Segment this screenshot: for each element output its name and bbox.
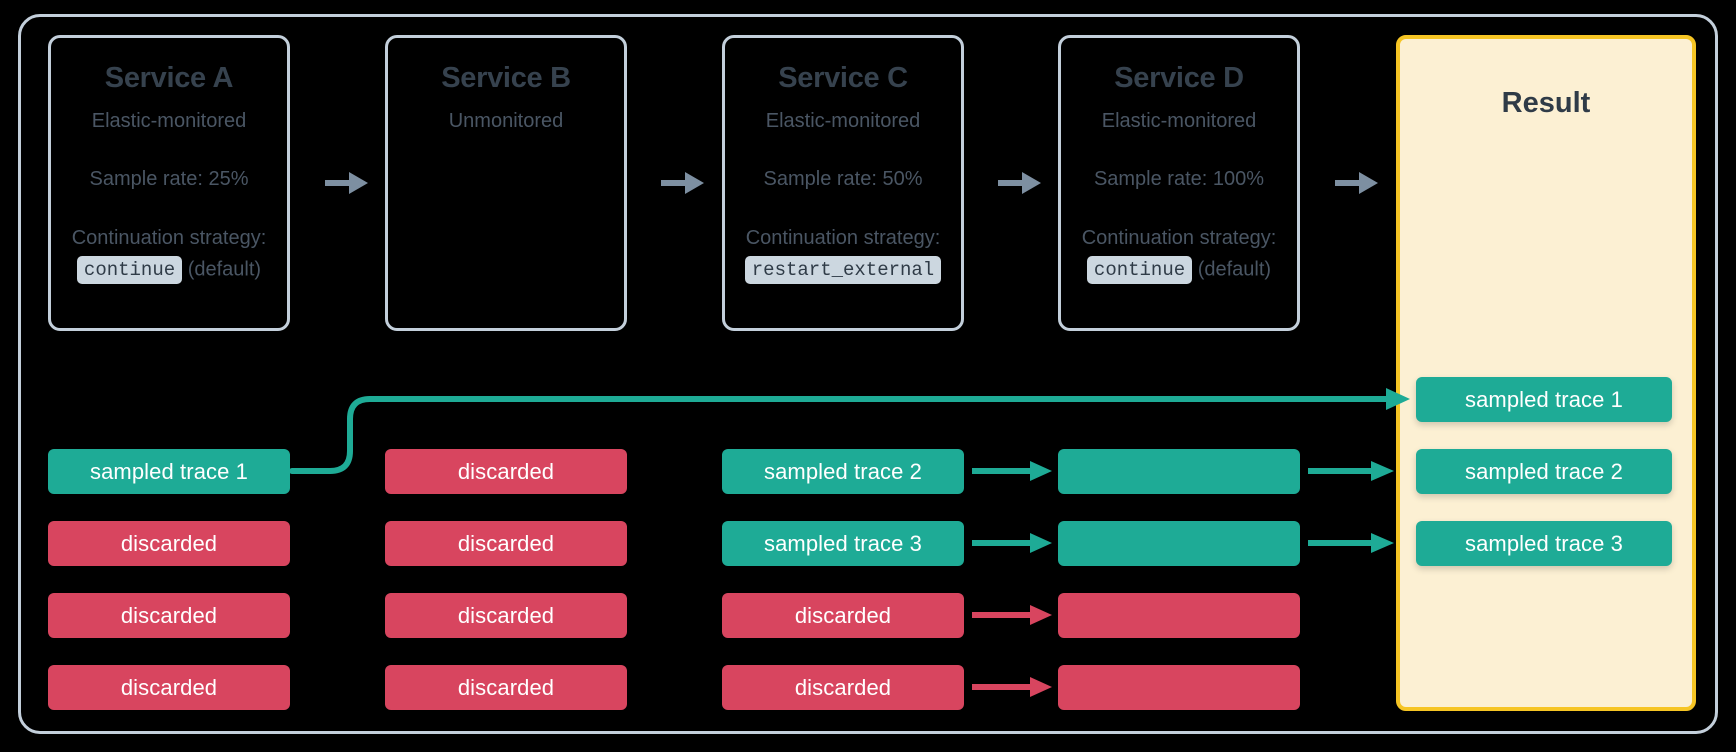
service-flow-arrow-c-to-d	[998, 172, 1041, 194]
result-item-3: sampled trace 3	[1416, 521, 1672, 566]
service-flow-arrow-d-to-result	[1335, 172, 1378, 194]
service-d-monitoring: Elastic-monitored	[1101, 110, 1257, 132]
trace-c-4-label: discarded	[794, 674, 892, 700]
trace-a-3-label: discarded	[120, 602, 218, 628]
service-flow-arrow-b-to-c	[661, 172, 704, 194]
result-item-1: sampled trace 1	[1416, 377, 1672, 422]
service-d-title: Service D	[1114, 62, 1244, 94]
service-a-continuation-label: Continuation strategy:	[51, 224, 287, 252]
result-item-2: sampled trace 2	[1416, 449, 1672, 494]
service-d-strategy-note: (default)	[1197, 258, 1272, 281]
trace-b-4-label: discarded	[457, 674, 555, 700]
result-panel: Result	[1396, 35, 1696, 711]
trace-b-4: discarded	[385, 665, 627, 710]
trace-c-3-label: discarded	[794, 602, 892, 628]
service-a-strategy-line: continue (default)	[51, 254, 287, 285]
service-card-b: Service B Unmonitored	[385, 35, 627, 331]
service-b-monitoring: Unmonitored	[448, 110, 564, 132]
service-c-title: Service C	[778, 62, 908, 94]
service-card-a: Service A Elastic-monitored Sample rate:…	[48, 35, 290, 331]
trace-b-3: discarded	[385, 593, 627, 638]
service-c-continuation-label-text: Continuation strategy:	[745, 227, 941, 249]
outer-frame	[18, 14, 1718, 734]
service-c-strategy-line: restart_external	[725, 254, 961, 285]
trace-a-4-label: discarded	[120, 674, 218, 700]
trace-c-1: sampled trace 2	[722, 449, 964, 494]
service-c-strategy-chip: restart_external	[744, 255, 942, 284]
service-c-continuation-label: Continuation strategy:	[725, 224, 961, 252]
trace-d-3	[1058, 593, 1300, 638]
service-a-sample-rate: Sample rate: 25%	[89, 168, 249, 190]
result-title: Result	[1501, 87, 1591, 119]
service-flow-arrow-a-to-b	[325, 172, 368, 194]
service-a-title: Service A	[104, 62, 234, 94]
service-card-c: Service C Elastic-monitored Sample rate:…	[722, 35, 964, 331]
service-c-monitoring: Elastic-monitored	[765, 110, 921, 132]
trace-d-4	[1058, 665, 1300, 710]
service-a-strategy-chip: continue	[76, 255, 183, 284]
trace-c-3: discarded	[722, 593, 964, 638]
result-item-2-label: sampled trace 2	[1464, 458, 1624, 484]
trace-a-1: sampled trace 1	[48, 449, 290, 494]
service-a-monitoring: Elastic-monitored	[91, 110, 247, 132]
trace-d-1	[1058, 449, 1300, 494]
service-a-strategy-note: (default)	[187, 258, 262, 281]
trace-b-1: discarded	[385, 449, 627, 494]
service-b-title: Service B	[441, 62, 571, 94]
trace-c-2: sampled trace 3	[722, 521, 964, 566]
result-item-1-label: sampled trace 1	[1464, 386, 1624, 412]
trace-a-4: discarded	[48, 665, 290, 710]
trace-a-3: discarded	[48, 593, 290, 638]
trace-b-2: discarded	[385, 521, 627, 566]
trace-c-2-label: sampled trace 3	[763, 530, 923, 556]
trace-b-2-label: discarded	[457, 530, 555, 556]
trace-c-4: discarded	[722, 665, 964, 710]
service-d-sample-rate: Sample rate: 100%	[1093, 168, 1265, 190]
trace-d-2	[1058, 521, 1300, 566]
trace-b-3-label: discarded	[457, 602, 555, 628]
trace-b-1-label: discarded	[457, 458, 555, 484]
service-d-continuation-label: Continuation strategy:	[1061, 224, 1297, 252]
service-d-strategy-chip: continue	[1086, 255, 1193, 284]
service-card-d: Service D Elastic-monitored Sample rate:…	[1058, 35, 1300, 331]
service-d-strategy-line: continue (default)	[1061, 254, 1297, 285]
result-item-3-label: sampled trace 3	[1464, 530, 1624, 556]
trace-c-1-label: sampled trace 2	[763, 458, 923, 484]
trace-a-1-label: sampled trace 1	[89, 458, 249, 484]
service-a-continuation-label-text: Continuation strategy:	[71, 227, 267, 249]
service-c-sample-rate: Sample rate: 50%	[763, 168, 923, 190]
trace-a-2: discarded	[48, 521, 290, 566]
trace-a-2-label: discarded	[120, 530, 218, 556]
service-d-continuation-label-text: Continuation strategy:	[1081, 227, 1277, 249]
